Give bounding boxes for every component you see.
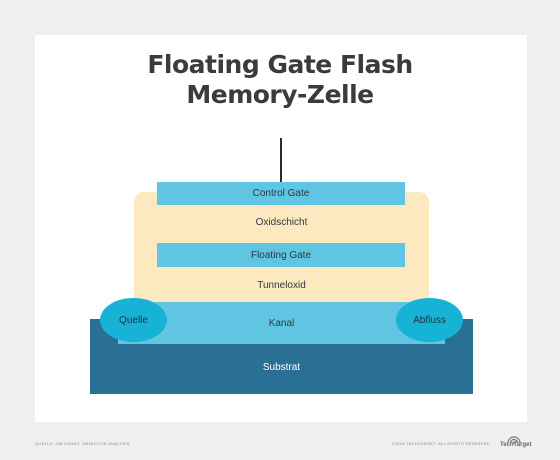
channel-label: Kanal xyxy=(268,318,295,329)
oxide-label: Oxidschicht xyxy=(255,217,308,228)
gate-terminal-wire xyxy=(280,138,282,182)
drain-region: Abfluss xyxy=(396,298,463,342)
diagram-title-line-2: Memory-Zelle xyxy=(186,80,374,109)
source-note: QUELLE: JIM HANDY, OBJECTIVE ANALYSIS xyxy=(35,441,130,446)
diagram-title-line-1: Floating Gate Flash xyxy=(147,50,413,79)
floating-gate-label: Floating Gate xyxy=(250,249,312,261)
drain-label: Abfluss xyxy=(413,314,446,326)
control-gate-layer: Control Gate xyxy=(157,182,405,205)
source-region: Quelle xyxy=(100,298,167,342)
floating-gate-layer: Floating Gate xyxy=(157,243,405,267)
channel-layer xyxy=(118,302,445,344)
logo-mark-icon xyxy=(507,436,521,444)
source-label: Quelle xyxy=(119,314,148,326)
copyright-note: ©2018 TECHTARGET. ALL RIGHTS RESERVED xyxy=(391,441,490,446)
techtarget-logo: TechTarget xyxy=(500,432,532,452)
control-gate-label: Control Gate xyxy=(252,188,310,199)
logo-text: TechTarget xyxy=(500,442,532,448)
tunnel-oxide-label: Tunneloxid xyxy=(257,280,306,291)
substrate-label: Substrat xyxy=(262,362,301,373)
